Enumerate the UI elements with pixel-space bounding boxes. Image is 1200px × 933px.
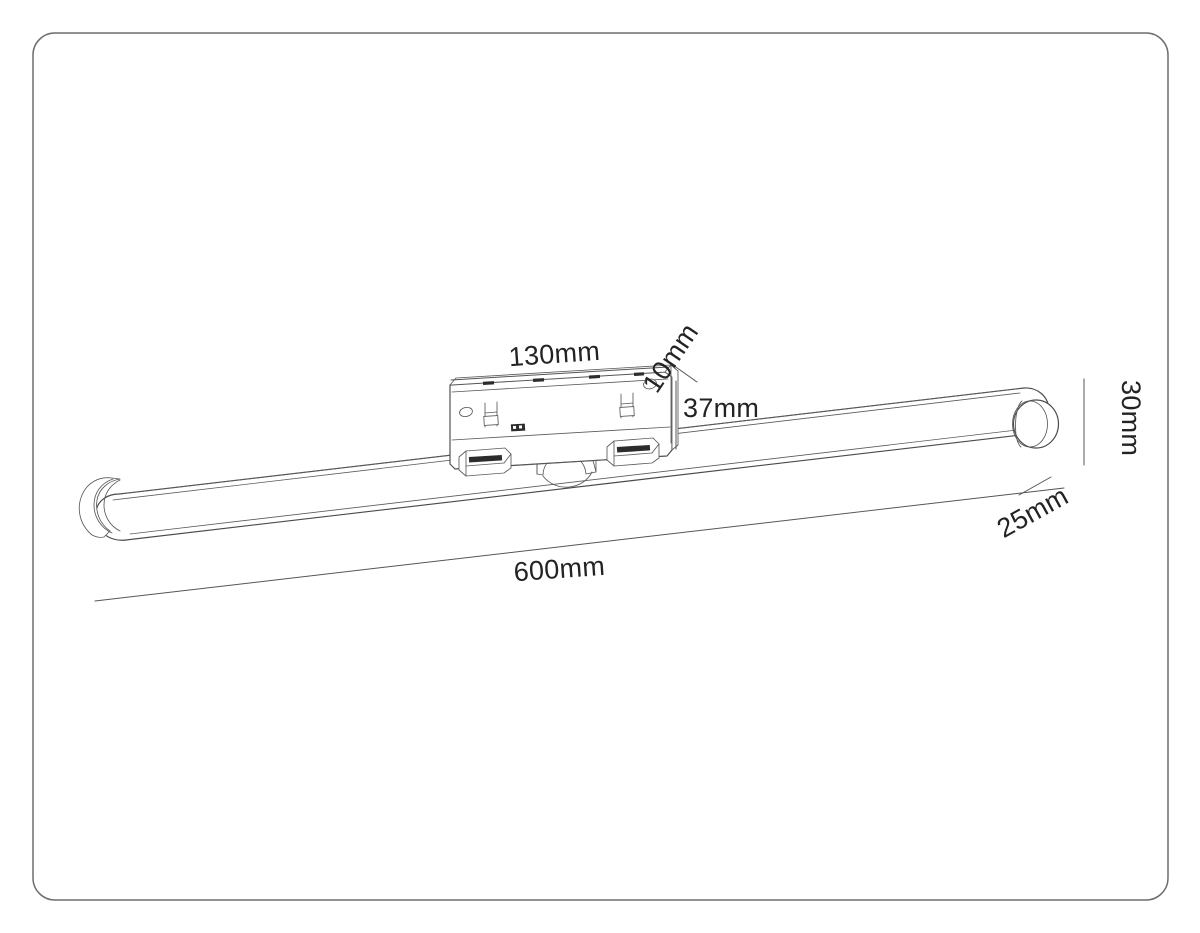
tube-body (78, 387, 1060, 541)
screw-port-oval-right (643, 378, 657, 390)
dimension-line-25mm (1018, 476, 1052, 496)
dimension-label-25mm: 25mm (992, 481, 1073, 544)
dimension-label-130mm: 130mm (508, 336, 601, 372)
dimension-label-37mm: 37mm (683, 393, 759, 423)
dimension-label-600mm: 600mm (513, 551, 606, 587)
mounting-bracket (449, 364, 679, 477)
dimension-line-130mm (450, 366, 669, 381)
slot-connector-right (619, 392, 635, 419)
dimension-line-10mm (672, 364, 698, 383)
dimension-line-600mm (94, 487, 1065, 602)
mounting-foot-right (606, 437, 660, 467)
mounting-foot-left (458, 447, 512, 477)
dimension-label-30mm: 30mm (1116, 380, 1146, 456)
rounded-border (32, 32, 1169, 901)
screw-port-oval-left (459, 406, 473, 418)
terminal-block (510, 423, 526, 432)
slot-connector-left (483, 401, 499, 428)
right-end-cap (1012, 399, 1060, 449)
